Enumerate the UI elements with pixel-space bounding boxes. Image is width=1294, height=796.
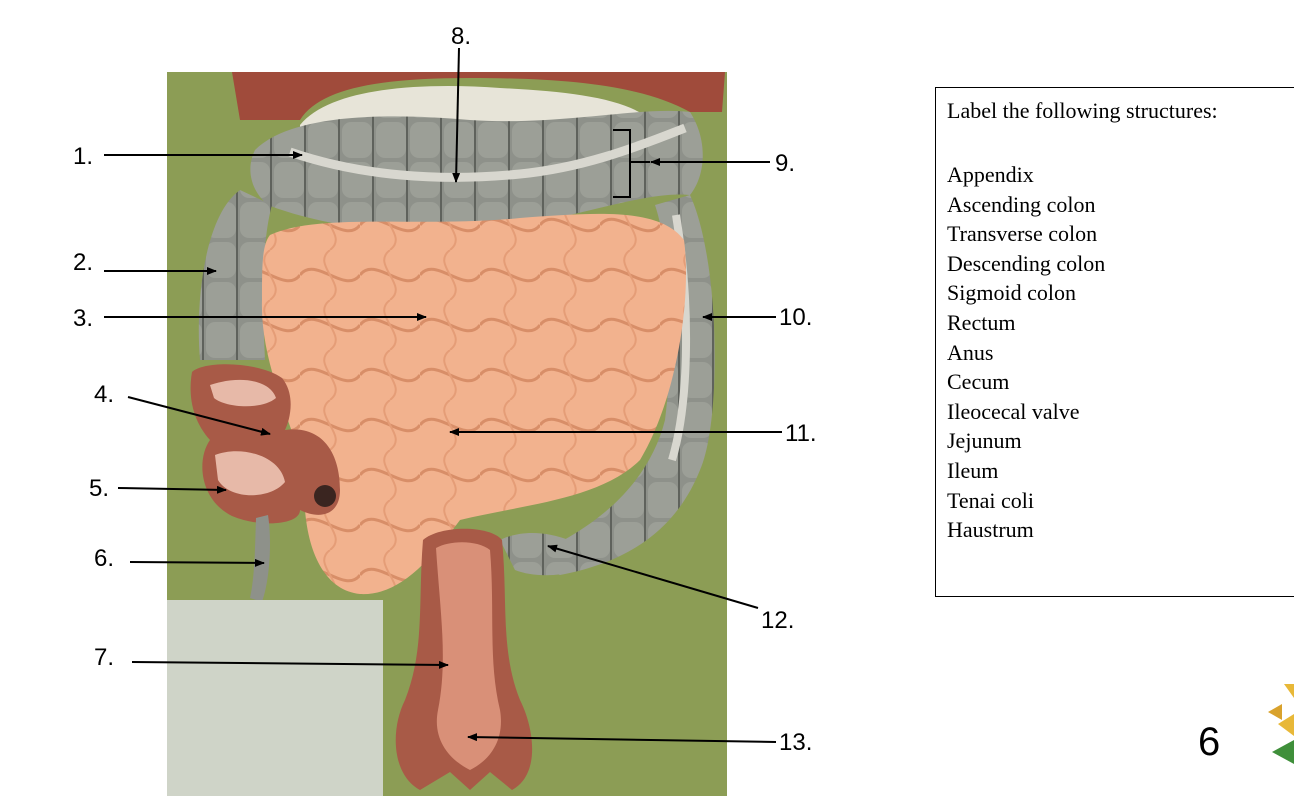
- structure-item: Ascending colon: [947, 191, 1096, 217]
- page-number: 6: [1198, 720, 1221, 764]
- structure-item: Ileocecal valve: [947, 398, 1080, 424]
- rectum-interior: [436, 542, 501, 770]
- label-9: 9.: [775, 150, 795, 177]
- label-arrows: [104, 47, 782, 743]
- arrow-5: [117, 485, 227, 494]
- label-2: 2.: [73, 249, 93, 276]
- structure-item: Cecum: [947, 369, 1010, 395]
- cecum-interior: [210, 379, 285, 496]
- small-intestine: [261, 213, 687, 595]
- structure-item: Anus: [947, 339, 994, 365]
- model-photo: [167, 72, 727, 796]
- label-10: 10.: [779, 304, 812, 331]
- structure-item: Tenai coli: [947, 487, 1035, 513]
- label-6: 6.: [94, 545, 114, 572]
- box-title: Label the following structures:: [947, 98, 1218, 123]
- display-card: [167, 600, 383, 796]
- sunflower-logo-icon: [1268, 684, 1294, 764]
- arrow-12: [547, 544, 759, 609]
- label-11: 11.: [785, 420, 817, 447]
- taenia-transverse: [288, 123, 687, 182]
- label-7: 7.: [94, 644, 114, 671]
- label-4: 4.: [94, 381, 114, 408]
- transverse-colon: [250, 110, 703, 234]
- ileocecal-opening: [314, 485, 336, 507]
- descending-colon: [520, 195, 715, 575]
- structure-item: Jejunum: [947, 428, 1022, 454]
- structure-item: Descending colon: [947, 250, 1106, 276]
- arrow-7: [131, 660, 449, 669]
- label-13: 13.: [779, 729, 812, 756]
- arrow-4: [127, 396, 271, 436]
- structure-list: Appendix Ascending colon Transverse colo…: [947, 160, 1105, 545]
- upper-organs: [232, 72, 725, 120]
- arrow-13: [467, 733, 777, 743]
- number-labels: 1. 2. 3. 4. 5. 6. 7. 8. 9. 10. 11. 12. 1…: [73, 23, 817, 756]
- bracket-9: [613, 129, 650, 198]
- arrow-8: [452, 47, 461, 183]
- label-12: 12.: [761, 607, 794, 634]
- label-5: 5.: [89, 475, 109, 502]
- label-3: 3.: [73, 305, 93, 332]
- label-1: 1.: [73, 143, 93, 170]
- arrow-6: [129, 558, 265, 567]
- structure-item: Transverse colon: [947, 221, 1098, 247]
- structure-item: Rectum: [947, 309, 1016, 335]
- structure-item: Haustrum: [947, 517, 1034, 543]
- appendix: [250, 515, 270, 602]
- structure-item: Appendix: [947, 162, 1034, 187]
- label-8: 8.: [451, 23, 471, 50]
- structures-box: Label the following structures: Appendix…: [935, 87, 1294, 597]
- structure-item: Sigmoid colon: [947, 280, 1076, 306]
- structure-item: Ileum: [947, 457, 999, 483]
- sigmoid-colon: [500, 532, 600, 576]
